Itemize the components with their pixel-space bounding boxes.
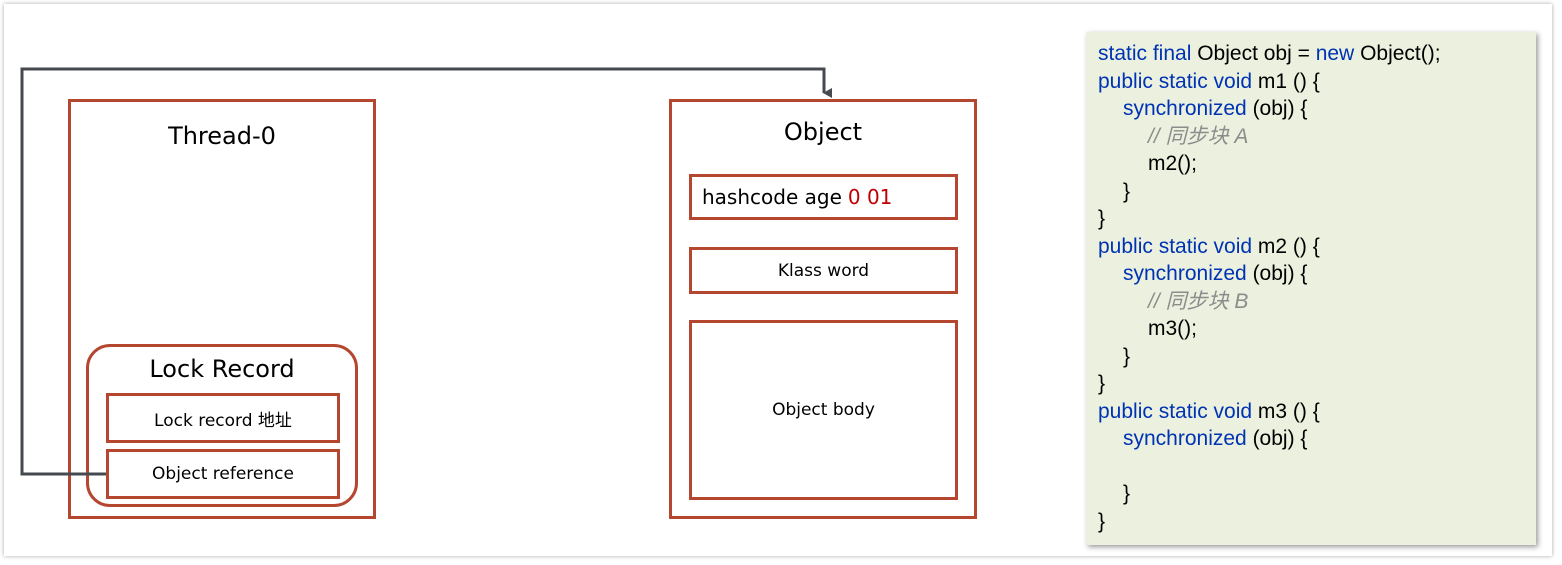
code-keyword: static final xyxy=(1098,42,1192,65)
code-comment: // 同步块 B xyxy=(1148,289,1249,313)
code-text: m2(); xyxy=(1148,152,1197,175)
code-text: Object obj = xyxy=(1191,42,1316,65)
code-keyword: synchronized xyxy=(1123,427,1247,450)
code-line: synchronized (obj) { xyxy=(1098,260,1536,288)
lock-record-title: Lock Record xyxy=(149,355,295,383)
code-text: } xyxy=(1098,509,1106,533)
object-title: Object xyxy=(783,118,863,146)
code-text: m3 () { xyxy=(1252,399,1320,423)
code-text: m3(); xyxy=(1148,317,1197,340)
code-keyword: public static void xyxy=(1098,69,1253,93)
thread-title: Thread-0 xyxy=(168,122,276,150)
klass-word-label: Klass word xyxy=(777,260,870,281)
object-reference-cell: Object reference xyxy=(106,449,340,499)
code-text: (obj) { xyxy=(1246,427,1308,450)
mark-word-text: hashcode age xyxy=(702,185,842,209)
lock-record-address-label: Lock record 地址 xyxy=(154,410,292,431)
code-text: Object(); xyxy=(1354,42,1441,65)
object-reference-label: Object reference xyxy=(152,464,294,484)
code-line: synchronized (obj) { xyxy=(1098,425,1536,453)
code-line: // 同步块 A xyxy=(1098,123,1536,151)
code-keyword: new xyxy=(1315,42,1355,65)
code-line: m2(); xyxy=(1098,150,1536,178)
code-text: } xyxy=(1123,344,1131,368)
reference-arrow-line xyxy=(20,67,832,476)
code-line: } xyxy=(1098,178,1536,206)
code-panel: static final Object obj = new Object();p… xyxy=(1086,32,1536,545)
code-text: } xyxy=(1098,207,1106,230)
code-text: } xyxy=(1098,372,1106,395)
code-keyword: synchronized xyxy=(1123,97,1247,120)
klass-word-cell: Klass word xyxy=(689,247,958,294)
code-line: } xyxy=(1098,343,1536,371)
code-text: (obj) { xyxy=(1246,97,1308,120)
code-line: } xyxy=(1098,370,1536,398)
code-text: m1 () { xyxy=(1252,69,1320,93)
code-line xyxy=(1098,453,1536,481)
object-body-label: Object body xyxy=(772,400,875,420)
code-comment: // 同步块 A xyxy=(1148,124,1249,148)
code-text: } xyxy=(1123,482,1131,505)
code-keyword: public static void xyxy=(1098,234,1253,258)
object-body-cell: Object body xyxy=(689,320,958,500)
code-line: public static void m1 () { xyxy=(1098,68,1536,96)
code-line: m3(); xyxy=(1098,315,1536,343)
code-text: (obj) { xyxy=(1246,262,1308,285)
code-line: static final Object obj = new Object(); xyxy=(1098,40,1536,68)
code-line: public static void m2 () { xyxy=(1098,233,1536,261)
lock-record-address-cell: Lock record 地址 xyxy=(106,393,340,443)
code-line: } xyxy=(1098,205,1536,233)
code-text: m2 () { xyxy=(1252,234,1320,258)
code-line: } xyxy=(1098,508,1536,536)
lock-bits: 0 01 xyxy=(847,185,893,209)
code-keyword: synchronized xyxy=(1123,262,1247,285)
code-line: synchronized (obj) { xyxy=(1098,95,1536,123)
code-line: // 同步块 B xyxy=(1098,288,1536,316)
mark-word-cell: hashcode age 0 01 xyxy=(689,174,958,220)
code-line: } xyxy=(1098,480,1536,508)
code-keyword: public static void xyxy=(1098,399,1253,423)
code-text: } xyxy=(1123,179,1131,203)
code-line: public static void m3 () { xyxy=(1098,398,1536,426)
